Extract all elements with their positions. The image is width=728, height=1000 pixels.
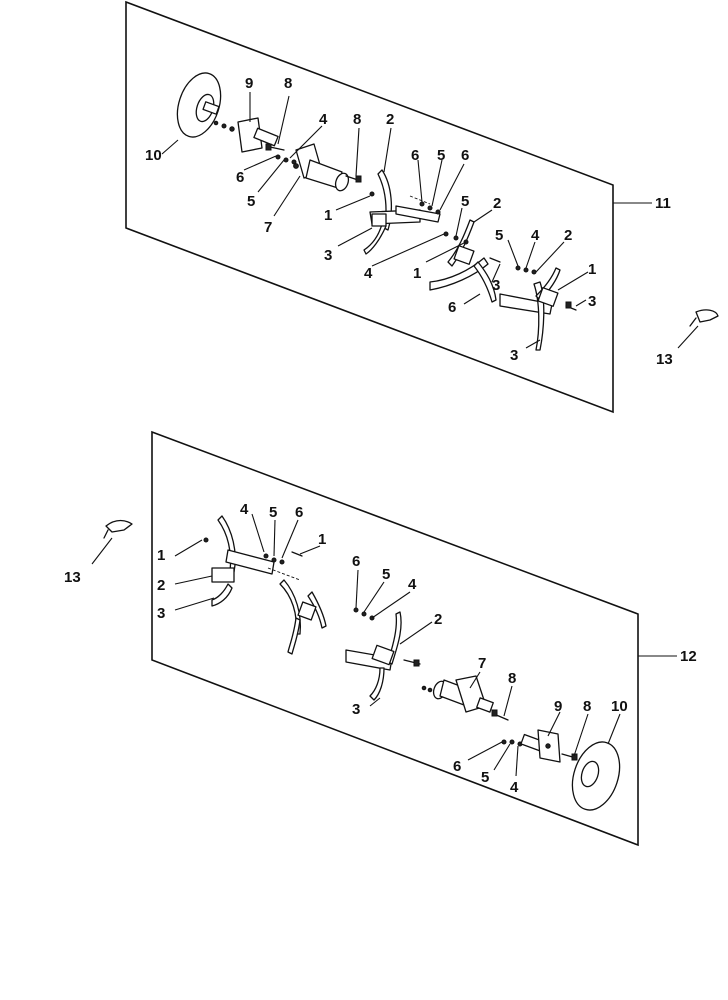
callout-label: 2 [434,611,442,628]
callout-label: 4 [531,227,540,244]
callout-label: 8 [284,75,292,92]
disc-shield [176,72,222,138]
shaft-flange [432,675,494,713]
callout-label: 6 [453,758,461,775]
callout-label: 6 [352,553,360,570]
flange-hub [213,117,279,153]
disc-shield [571,741,621,811]
callout-label: 1 [318,531,326,548]
callouts-12: 4 5 6 1 1 2 3 6 5 4 2 3 7 [157,501,628,796]
callout-label: 9 [554,698,562,715]
assembly-12: 4 5 6 1 1 2 3 6 5 4 2 3 7 [151,430,697,847]
callout-label: 4 [510,779,519,796]
callout-label: 5 [247,193,255,210]
callout-label: 5 [481,769,489,786]
callout-label: 1 [588,261,596,278]
bolt [291,551,303,557]
callout-label: 7 [478,655,486,672]
callout-label: 6 [448,299,456,316]
hitch-pin-lower: 13 [64,519,133,586]
bolt [265,143,285,151]
callout-label: 2 [493,195,501,212]
callout-label: 6 [236,169,244,186]
assembly-label: 11 [655,195,671,212]
callout-label: 3 [324,247,332,264]
callout-label: 5 [382,566,390,583]
callout-label: 8 [353,111,361,128]
tine-set [211,515,275,607]
assembly-label: 12 [680,648,697,665]
assembly-label: 13 [656,351,673,368]
callout-label: 4 [240,501,249,518]
callout-label: 3 [588,293,596,310]
callout-label: 4 [364,265,373,282]
callout-label: 4 [408,576,417,593]
callouts-11: 10 9 8 8 2 4 5 6 6 5 7 1 3 [145,75,596,364]
assembly-label: 13 [64,569,81,586]
callout-label: 2 [564,227,572,244]
callout-label: 3 [510,347,518,364]
bolt [345,175,362,183]
bolt [403,659,421,667]
callout-label: 6 [295,504,303,521]
callout-label: 1 [157,547,165,564]
shaft-flange [293,143,350,192]
callout-label: 8 [508,670,516,687]
assembly-11: 10 9 8 8 2 4 5 6 6 5 7 1 3 [125,0,671,414]
callout-label: 2 [386,111,394,128]
callout-label: 3 [157,605,165,622]
flange-hub [520,729,561,763]
callout-label: 4 [319,111,328,128]
tine-set [345,611,402,701]
callout-label: 5 [495,227,503,244]
callout-label: 3 [492,277,500,294]
callout-label: 2 [157,577,165,594]
callout-label: 10 [611,698,628,715]
callout-label: 6 [461,147,469,164]
tine-set [429,219,497,303]
tine-set [499,267,561,351]
bolt [491,709,509,721]
callout-label: 8 [583,698,591,715]
callout-label: 10 [145,147,162,164]
hitch-pin-upper: 13 [656,309,719,368]
callout-label: 6 [411,147,419,164]
callout-label: 3 [352,701,360,718]
bolt [489,257,501,263]
tine-set [279,579,327,655]
callout-label: 7 [264,219,272,236]
callout-label: 1 [413,265,421,282]
callout-label: 9 [245,75,253,92]
assembly-11-panel [125,0,614,414]
callout-label: 5 [437,147,445,164]
bolt [565,301,577,311]
callout-label: 5 [269,504,277,521]
callout-label: 5 [461,193,469,210]
tine-set [363,169,441,255]
callout-label: 1 [324,207,332,224]
